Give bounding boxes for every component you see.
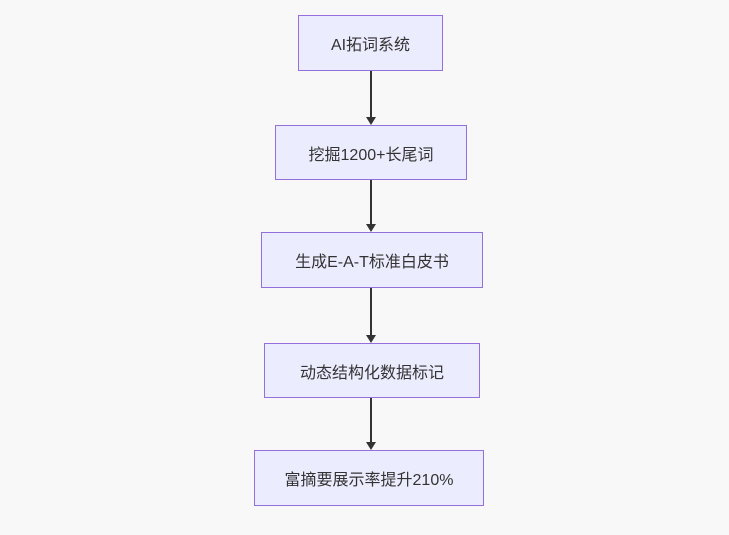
flow-node-rich-snippet-result: 富摘要展示率提升210% (254, 450, 484, 506)
flow-arrow-4 (366, 398, 376, 450)
node-label: AI拓词系统 (330, 37, 411, 54)
arrow-line (370, 288, 372, 335)
arrow-line (370, 398, 372, 442)
node-label: 富摘要展示率提升210% (284, 472, 454, 489)
flow-node-structured-data: 动态结构化数据标记 (264, 343, 480, 398)
arrow-head-down-icon (366, 442, 376, 450)
node-label: 挖掘1200+长尾词 (308, 146, 434, 164)
arrow-line (370, 71, 372, 117)
arrow-head-down-icon (366, 224, 376, 232)
flow-node-eat-whitepaper: 生成E-A-T标准白皮书 (261, 232, 483, 288)
arrow-line (370, 180, 372, 224)
node-label: 动态结构化数据标记 (299, 364, 444, 382)
node-label: 生成E-A-T标准白皮书 (295, 254, 449, 271)
flow-arrow-3 (366, 288, 376, 343)
arrow-head-down-icon (366, 117, 376, 125)
flow-arrow-2 (366, 180, 376, 232)
flow-node-ai-keyword-system: AI拓词系统 (298, 15, 443, 71)
arrow-head-down-icon (366, 335, 376, 343)
flow-node-longtail-mining: 挖掘1200+长尾词 (275, 125, 467, 180)
flow-arrow-1 (366, 71, 376, 125)
